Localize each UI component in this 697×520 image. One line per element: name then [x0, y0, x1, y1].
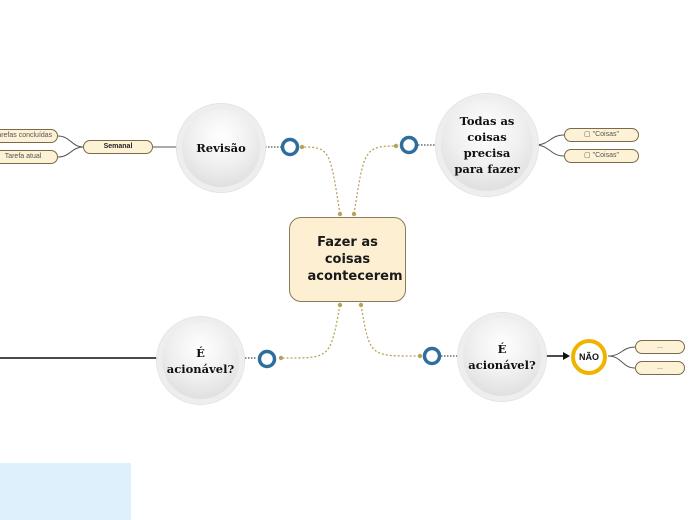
- node-nao-label: NÃO: [579, 352, 599, 362]
- leaf-ellipsis-2[interactable]: ...: [635, 361, 685, 375]
- leaf-ellipsis-1[interactable]: ...: [635, 340, 685, 354]
- node-acionavel-right-label: É acionável?: [468, 342, 536, 372]
- blue-panel: [0, 463, 131, 520]
- node-acionavel-left-label: É acionável?: [166, 345, 235, 376]
- node-nao[interactable]: NÃO: [571, 339, 607, 375]
- link-center-todas: [353, 145, 397, 215]
- connector-ring-revisao: [280, 137, 300, 157]
- link-center-acionavel-left: [280, 304, 341, 359]
- node-revisao-label: Revisão: [196, 141, 246, 155]
- leaf-tarefa-atual[interactable]: Tarefa atual: [0, 150, 58, 164]
- connector-ring-acionavel-left: [257, 349, 277, 369]
- leaf-semanal[interactable]: Semanal: [83, 140, 153, 154]
- leaf-tarefas-concluidas[interactable]: Tarefas concluídas: [0, 129, 58, 143]
- node-todas-as-coisas[interactable]: Todas as coisas precisa para fazer: [436, 94, 538, 196]
- central-topic-node[interactable]: Fazer as coisas acontecerem: [289, 217, 406, 302]
- leaf-coisas-1[interactable]: ▢ "Coisas": [564, 128, 639, 142]
- link-center-revisao: [301, 146, 341, 215]
- link-center-acionavel-right: [360, 304, 421, 357]
- node-revisao[interactable]: Revisão: [177, 104, 265, 192]
- connector-ring-acionavel-right: [422, 346, 442, 366]
- connector-ring-todas: [399, 135, 419, 155]
- node-acionavel-left[interactable]: É acionável?: [157, 317, 244, 404]
- leaf-coisas-2[interactable]: ▢ "Coisas": [564, 149, 639, 163]
- node-acionavel-right[interactable]: É acionável?: [458, 313, 546, 401]
- central-topic-label: Fazer as coisas acontecerem: [307, 235, 403, 284]
- node-todas-label: Todas as coisas precisa para fazer: [454, 114, 520, 176]
